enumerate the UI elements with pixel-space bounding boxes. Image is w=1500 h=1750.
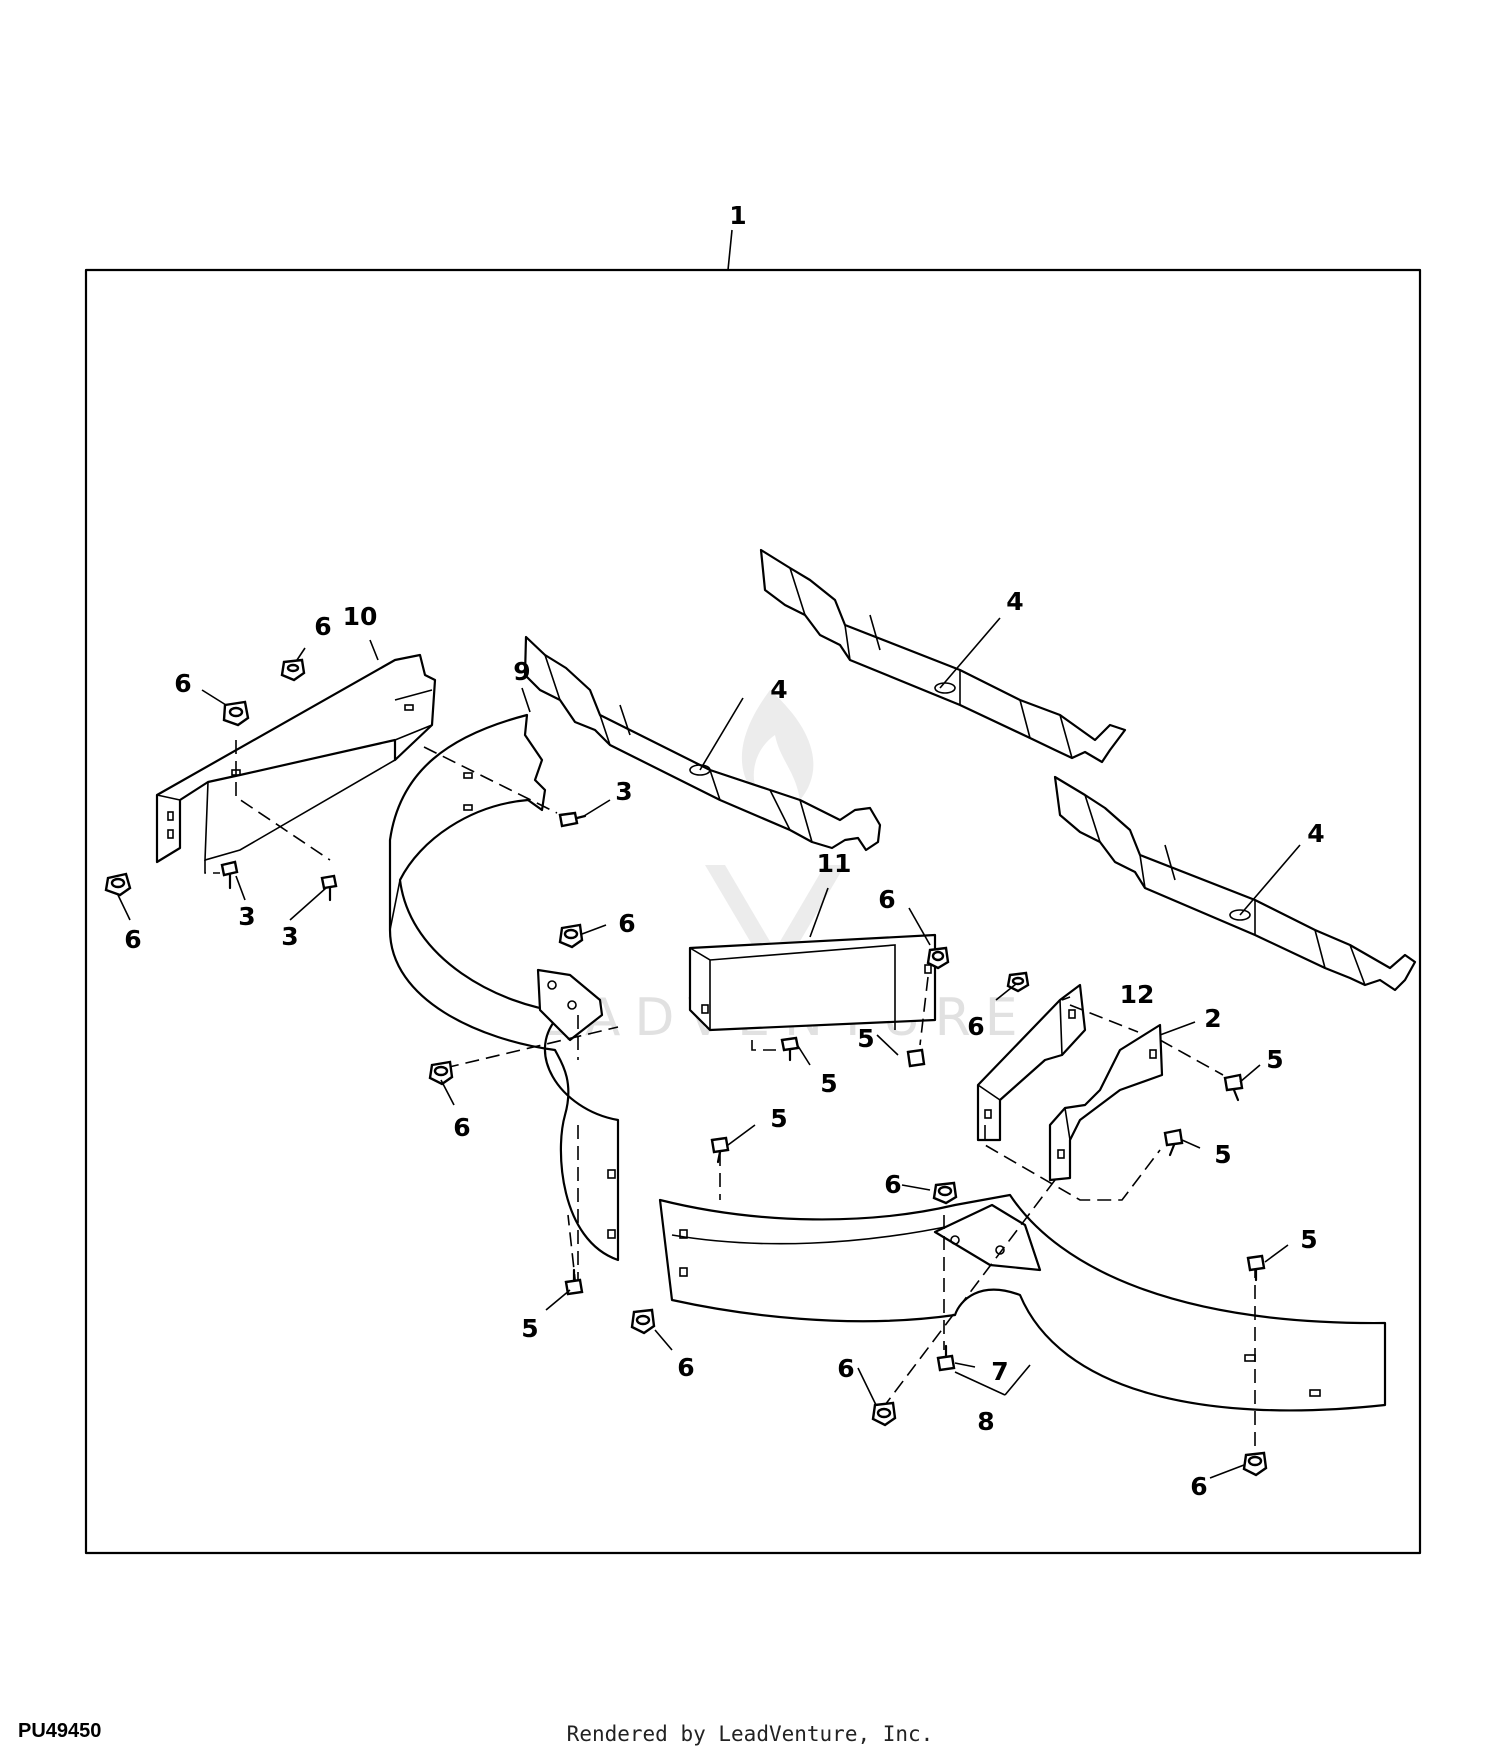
screw-3a	[558, 811, 587, 828]
baffle-plate-right	[976, 983, 1087, 1142]
callout-6: 6	[967, 1012, 984, 1041]
flange-nut-5	[428, 1060, 454, 1086]
callout-2: 2	[1204, 1004, 1221, 1033]
diagram-reference-code: PU49450	[18, 1720, 102, 1742]
callout-6: 6	[878, 885, 895, 914]
callout-10: 10	[343, 602, 378, 631]
flange-nut-3	[104, 872, 132, 897]
screw-5b	[906, 1048, 926, 1068]
screw-3b	[220, 860, 239, 890]
callout-6: 6	[314, 612, 331, 641]
callout-4: 4	[770, 675, 787, 704]
flange-nut-8	[932, 1181, 958, 1205]
baffle-left	[388, 713, 620, 1262]
screw-5e	[710, 1136, 730, 1164]
mower-blade-center	[523, 635, 882, 852]
callout-7: 7	[991, 1357, 1008, 1386]
render-credit: Rendered by LeadVenture, Inc.	[566, 1722, 934, 1746]
leader-kit	[727, 229, 733, 271]
mower-blade-right-bottom	[1053, 775, 1417, 992]
mower-blade-right-top	[759, 548, 1127, 764]
callout-8: 8	[977, 1407, 994, 1436]
flange-nut-2	[280, 658, 306, 682]
callout-4: 4	[1006, 587, 1023, 616]
callout-5: 5	[521, 1314, 538, 1343]
callout-5: 5	[820, 1069, 837, 1098]
callout-6: 6	[677, 1353, 694, 1382]
hardware	[104, 658, 1268, 1477]
callout-5: 5	[857, 1024, 874, 1053]
flange-nut-10	[871, 1401, 897, 1427]
callout-5: 5	[1266, 1045, 1283, 1074]
callout-6: 6	[124, 925, 141, 954]
screw-5c	[1223, 1073, 1244, 1102]
mounting-bracket-left	[155, 653, 437, 864]
callout-4: 4	[1307, 819, 1324, 848]
callout-12: 12	[1120, 980, 1155, 1009]
callout-6: 6	[618, 909, 635, 938]
callout-9: 9	[513, 657, 530, 686]
screw-5a	[780, 1036, 800, 1062]
kit-frame	[84, 268, 1422, 1555]
baffle-center	[688, 933, 937, 1032]
callout-6: 6	[174, 669, 191, 698]
bracket-right	[1048, 1023, 1164, 1182]
callout-6: 6	[837, 1354, 854, 1383]
assembly-lines	[204, 740, 1256, 1455]
callout-3: 3	[281, 922, 298, 951]
callout-5: 5	[1300, 1225, 1317, 1254]
screw-5g	[1246, 1254, 1266, 1282]
callout-6: 6	[453, 1113, 470, 1142]
callout-11: 11	[817, 849, 852, 878]
callout-5: 5	[770, 1104, 787, 1133]
flange-nut-11	[1242, 1451, 1268, 1477]
callout-6: 6	[1190, 1472, 1207, 1501]
callouts: 1 10 6 6 9 3 3 3 6 4 4 4 6 11 6 12 2 6 5…	[124, 201, 1324, 1501]
callout-3: 3	[238, 902, 255, 931]
screw-3c	[320, 874, 338, 902]
flange-nut-4	[558, 923, 584, 949]
callout-3: 3	[615, 777, 632, 806]
flange-nut-6	[926, 946, 950, 970]
callout-1: 1	[729, 201, 746, 230]
flange-nut-9	[630, 1308, 656, 1335]
callout-5: 5	[1214, 1140, 1231, 1169]
callout-6: 6	[884, 1170, 901, 1199]
callout-leaders	[117, 617, 1301, 1479]
flange-nut-1	[222, 700, 250, 727]
baffle-right	[658, 1193, 1387, 1412]
screw-7	[936, 1344, 956, 1372]
screw-5d	[1163, 1128, 1184, 1157]
